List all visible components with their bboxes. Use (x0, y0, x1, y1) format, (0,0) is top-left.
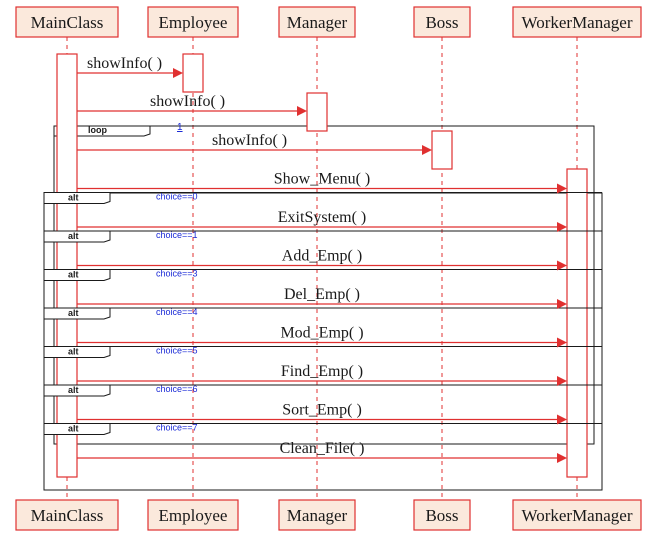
message-label-showinfo-manager: showInfo( ) (150, 93, 225, 110)
actor-box-mainclass-bottom (15, 499, 119, 531)
actor-label-boss-top: Boss (425, 13, 458, 32)
actor-label-mainclass-top: MainClass (31, 13, 104, 32)
alt-operator-label-mod-emp: alt (68, 347, 79, 357)
actor-label-manager-top: Manager (287, 13, 348, 32)
message-arrowhead-mod-emp (557, 337, 567, 348)
alt-operator-tab-exitsystem (43, 230, 111, 243)
message-arrowhead-exitsystem (557, 222, 567, 232)
alt-operator-tab-find-emp (43, 384, 111, 397)
alt-guard-mod-emp: choice==5 (156, 346, 198, 356)
alt-operator-label-sort-emp: alt (68, 424, 79, 434)
message-label-show-menu: Show_Menu( ) (274, 171, 370, 188)
actor-label-boss-bottom: Boss (425, 506, 458, 525)
alt-operator-label-exitsystem: alt (68, 231, 79, 241)
actor-box-mainclass-top (15, 6, 119, 38)
alt-guard-exitsystem: choice==1 (156, 230, 198, 240)
alt-operator-tab-show-menu (43, 192, 111, 204)
loop-operator-tab (53, 125, 151, 137)
message-arrowhead-add-emp (557, 260, 567, 271)
actor-box-boss-top (413, 6, 471, 38)
actor-label-mainclass-bottom: MainClass (31, 506, 104, 525)
alt-operator-label-show-menu: alt (68, 193, 79, 203)
actor-box-manager-top (278, 6, 356, 38)
message-arrowhead-manager (297, 106, 307, 116)
actor-box-boss-bottom (413, 499, 471, 531)
actor-label-workermanager-bottom: WorkerManager (522, 506, 633, 525)
message-arrowhead-find-emp (557, 376, 567, 386)
message-arrowhead-del-emp (557, 299, 567, 309)
activation-mainclass (56, 53, 78, 478)
message-label-showinfo-boss: showInfo( ) (212, 132, 287, 149)
alt-operator-label-del-emp: alt (68, 308, 79, 318)
alt-operator-tab-del-emp (43, 307, 111, 320)
message-label-sort-emp: Sort_Emp( ) (282, 402, 362, 419)
alt-operator-tab-add-emp (43, 269, 111, 281)
actor-box-workermanager-bottom (512, 499, 642, 531)
alt-operator-label-add-emp: alt (68, 270, 79, 280)
loop-operator-label: loop (88, 125, 107, 135)
activation-employee (182, 53, 204, 93)
alt-operator-tab-sort-emp (43, 423, 111, 435)
activation-workermanager (566, 168, 588, 478)
actor-box-manager-bottom (278, 499, 356, 531)
alt-guard-show-menu: choice==0 (156, 192, 198, 202)
message-label-showinfo-employee: showInfo( ) (87, 55, 162, 72)
actor-label-workermanager-top: WorkerManager (522, 13, 633, 32)
alt-operator-label-find-emp: alt (68, 385, 79, 395)
message-arrowhead-sort-emp (557, 414, 567, 425)
message-label-exitsystem: ExitSystem( ) (278, 209, 366, 226)
alt-guard-add-emp: choice==3 (156, 269, 198, 279)
actor-label-manager-bottom: Manager (287, 506, 348, 525)
activation-manager (306, 92, 328, 132)
actor-label-employee-top: Employee (159, 13, 228, 32)
alt-operator-tab-mod-emp (43, 346, 111, 358)
alt-guard-sort-emp: choice==7 (156, 423, 198, 433)
message-arrowhead-boss (422, 145, 432, 155)
loop-count-label: 1 (177, 122, 183, 133)
activation-boss (431, 130, 453, 170)
message-label-add-emp: Add_Emp( ) (282, 248, 362, 265)
message-arrowhead-show-menu (557, 183, 567, 194)
message-label-find-emp: Find_Emp( ) (281, 363, 363, 380)
actor-box-employee-bottom (147, 499, 239, 531)
message-arrowhead-clean-file (557, 453, 567, 463)
message-label-mod-emp: Mod_Emp( ) (280, 325, 363, 342)
actor-box-employee-top (147, 6, 239, 38)
message-label-del-emp: Del_Emp( ) (284, 286, 360, 303)
message-arrowhead-employee (173, 68, 183, 78)
alt-guard-find-emp: choice==6 (156, 384, 198, 394)
actor-label-employee-bottom: Employee (159, 506, 228, 525)
message-label-clean-file: Clean_File( ) (280, 440, 365, 457)
actor-box-workermanager-top (512, 6, 642, 38)
alt-guard-del-emp: choice==4 (156, 307, 198, 317)
